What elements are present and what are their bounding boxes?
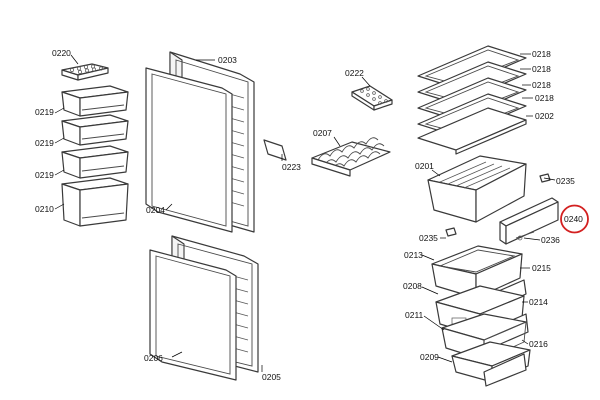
label-0218-4: 0218 (535, 93, 554, 103)
bottle-rack-0207[interactable] (311, 137, 391, 177)
door-shelf-0219-middle[interactable] (61, 114, 129, 146)
label-0207: 0207 (313, 128, 332, 138)
door-shelf-0219-top[interactable] (61, 85, 129, 117)
label-0218-3: 0218 (532, 80, 551, 90)
door-shelf-group (61, 63, 129, 227)
label-0218-2: 0218 (532, 64, 551, 74)
drawer-front-0216[interactable] (483, 353, 527, 387)
rail-0236[interactable] (515, 231, 535, 241)
crisper-cover-0240[interactable] (499, 197, 559, 245)
freezer-door-group (149, 235, 259, 381)
label-0222: 0222 (345, 68, 364, 78)
freezer-gasket-0206[interactable] (149, 249, 237, 381)
label-0204: 0204 (146, 205, 165, 215)
label-0201: 0201 (415, 161, 434, 171)
label-0236: 0236 (541, 235, 560, 245)
label-0202: 0202 (535, 111, 554, 121)
label-0211: 0211 (405, 310, 424, 320)
label-0213: 0213 (404, 250, 423, 260)
leader-lines (54, 53, 556, 372)
label-0214: 0214 (529, 297, 548, 307)
freezer-drawer-0213[interactable] (431, 245, 523, 299)
clip-0235-left[interactable] (445, 227, 457, 237)
crisper-drawer-0201[interactable] (427, 155, 527, 223)
egg-tray-0220[interactable] (61, 63, 109, 81)
label-0218-1: 0218 (532, 49, 551, 59)
label-0209: 0209 (420, 352, 439, 362)
label-0219-bottom: 0219 (35, 170, 54, 180)
highlight-circle-0240 (560, 204, 589, 234)
label-0223: 0223 (282, 162, 301, 172)
label-0210: 0210 (35, 204, 54, 214)
small-panel-0223[interactable] (263, 139, 287, 161)
door-shelf-0210[interactable] (61, 177, 129, 227)
label-0219-middle: 0219 (35, 138, 54, 148)
label-0205: 0205 (262, 372, 281, 382)
ice-tray-0222[interactable] (351, 85, 393, 111)
door-shelf-0219-bottom[interactable] (61, 145, 129, 179)
label-0235-left: 0235 (419, 233, 438, 243)
label-0240[interactable]: 0240 (564, 214, 583, 224)
glass-shelf-0202[interactable] (417, 107, 527, 155)
label-0208: 0208 (403, 281, 422, 291)
label-0220: 0220 (52, 48, 71, 58)
label-0216: 0216 (529, 339, 548, 349)
label-0203: 0203 (218, 55, 237, 65)
part-labels: 0220 0219 0219 0219 0210 0203 0204 0223 … (35, 48, 589, 382)
fridge-door-group (145, 51, 287, 233)
glass-shelves-group (417, 45, 527, 155)
label-0206: 0206 (144, 353, 163, 363)
door-gasket-0204[interactable] (145, 67, 233, 233)
label-0215: 0215 (532, 263, 551, 273)
label-0219-top: 0219 (35, 107, 54, 117)
label-0235-right: 0235 (556, 176, 575, 186)
